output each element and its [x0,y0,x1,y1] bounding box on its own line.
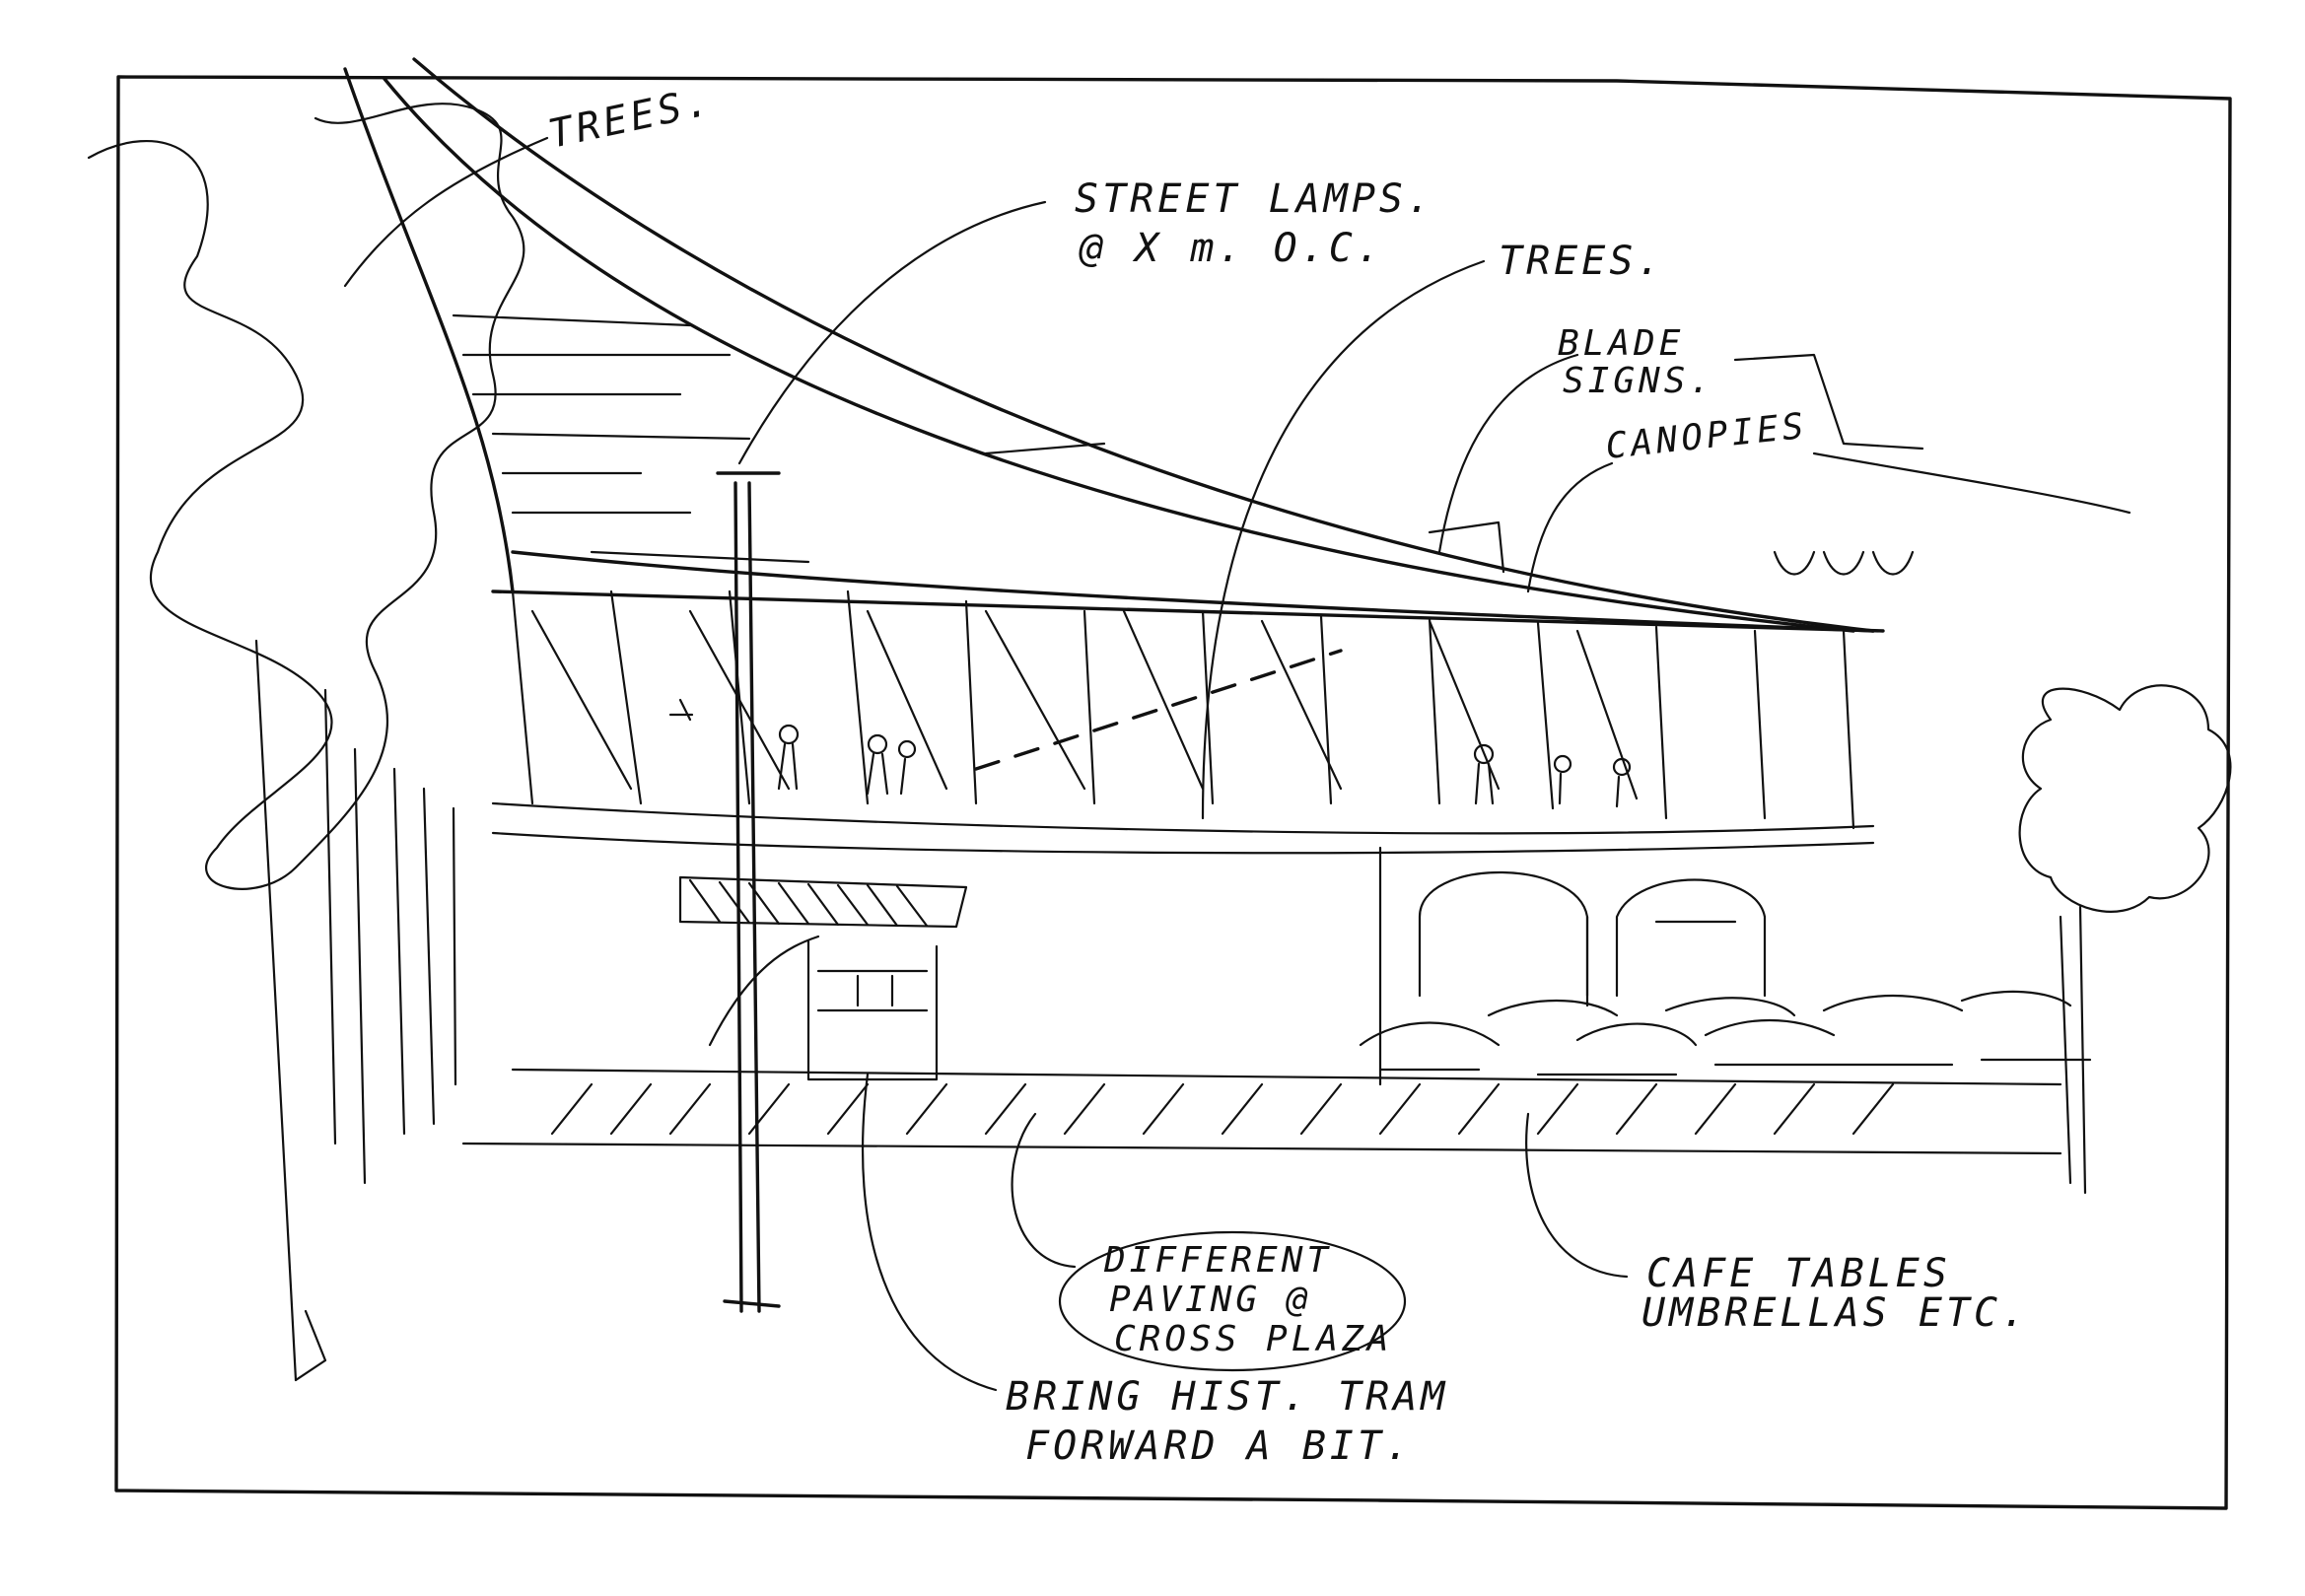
upper-floor-facade [491,590,1875,855]
people-upper-level [668,698,1632,808]
tree-left-canopy [87,103,525,890]
blade-sign-elements [1428,353,2131,576]
label-tram-1: BRING HIST. TRAM [1006,1374,1448,1420]
tree-right-trunk [2059,905,2087,1195]
label-street-lamps-2: @ X m. O.C. [1079,226,1384,271]
cafe-umbrellas [1359,990,2092,1076]
historic-tram [678,875,968,1081]
dashed-guide [974,649,1343,771]
label-street-lamps-1: STREET LAMPS. [1075,176,1434,222]
roof-canopy [343,57,1885,633]
roof-hatching [452,313,1106,564]
ground-floor-storefront [1378,846,1767,1086]
label-cafe-2: UMBRELLAS ETC. [1641,1290,2029,1336]
label-paving-2: PAVING @ [1109,1280,1311,1320]
street-lamp [716,471,781,1313]
frame-border [114,75,2232,1510]
paving-callout-ellipse [1058,1230,1407,1372]
tree-left-trunk [254,639,457,1382]
label-paving-1: DIFFERENT [1103,1240,1332,1281]
label-blade-signs-1: BLADE [1558,323,1684,364]
label-tram-2: FORWARD A BIT. [1025,1423,1413,1469]
label-trees-center: TREES. [1499,239,1665,284]
label-blade-signs-2: SIGNS. [1563,361,1714,401]
annotation-leaders [343,136,1629,1392]
tree-right-canopy [2018,684,2232,913]
plaza-paving [461,1068,2062,1155]
label-cafe-1: CAFE TABLES [1646,1251,1951,1296]
label-canopies: CANOPIES [1604,406,1810,467]
label-trees-left: TREES. [545,79,717,158]
label-paving-3: CROSS PLAZA [1114,1319,1392,1359]
